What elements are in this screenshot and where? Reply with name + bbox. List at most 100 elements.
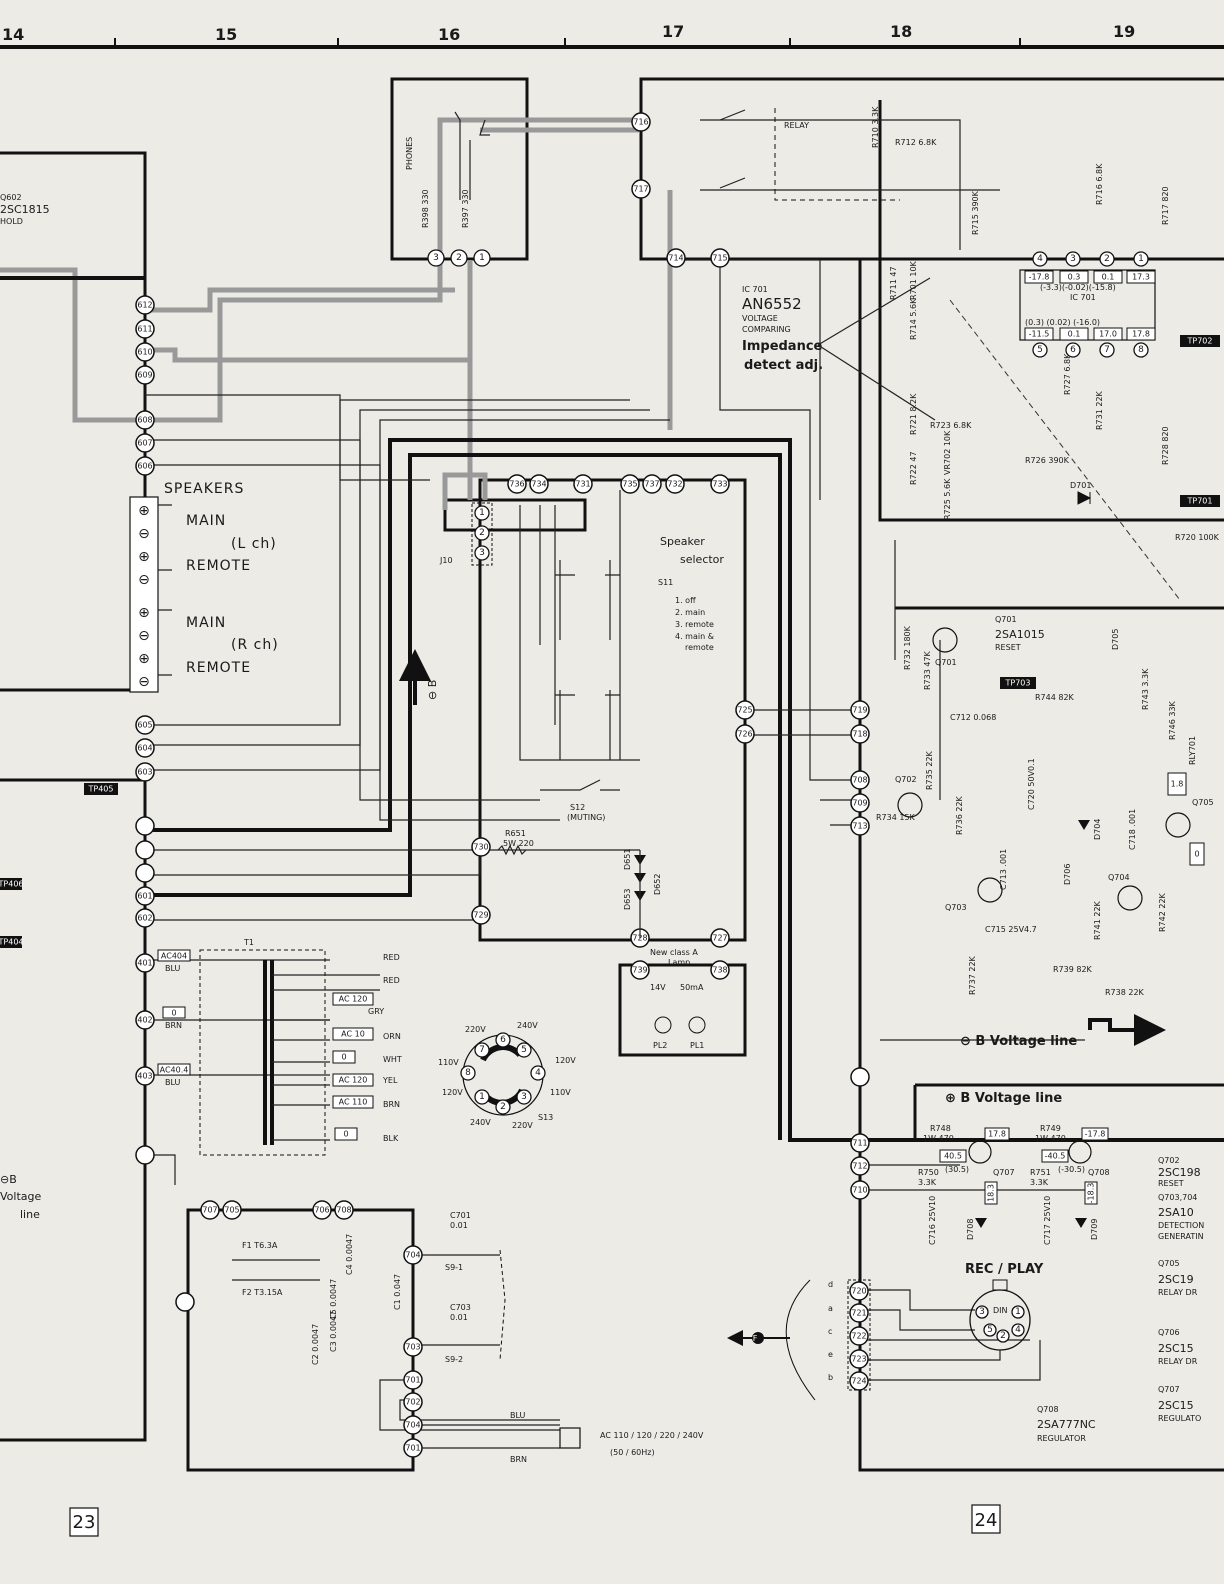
transformer-taps: AC 120 AC 10 0 AC 120 AC 110 0 bbox=[332, 992, 374, 1141]
node-726: 726 bbox=[735, 724, 755, 744]
svg-text:3: 3 bbox=[433, 253, 439, 263]
svg-text:2SA777NC: 2SA777NC bbox=[1037, 1418, 1096, 1431]
svg-text:605: 605 bbox=[137, 721, 152, 730]
ac-input: AC 110 / 120 / 220 / 240V (50 / 60Hz) BL… bbox=[510, 1411, 704, 1464]
speakers-remote-r: REMOTE bbox=[186, 660, 251, 676]
svg-text:120V: 120V bbox=[555, 1056, 576, 1065]
svg-text:R734 15K: R734 15K bbox=[876, 813, 916, 822]
node-403: 403 bbox=[135, 1066, 155, 1086]
svg-text:R723 6.8K: R723 6.8K bbox=[930, 421, 972, 430]
j10-pin-3: 3 bbox=[474, 545, 490, 561]
svg-text:⊕: ⊕ bbox=[138, 651, 150, 667]
svg-text:R715 390K: R715 390K bbox=[971, 190, 980, 235]
svg-text:4: 4 bbox=[1015, 1325, 1021, 1335]
svg-text:C1 0.047: C1 0.047 bbox=[393, 1274, 402, 1310]
svg-text:3.3K: 3.3K bbox=[918, 1178, 937, 1187]
node-714: 714 bbox=[666, 248, 686, 268]
node-blank-r bbox=[850, 1067, 870, 1087]
svg-text:-18.3: -18.3 bbox=[1087, 1183, 1096, 1204]
svg-text:R751: R751 bbox=[1030, 1168, 1051, 1177]
svg-text:D705: D705 bbox=[1111, 629, 1120, 650]
tp406-tag: TP406 bbox=[0, 878, 23, 890]
svg-text:738: 738 bbox=[712, 966, 727, 975]
svg-text:R738 22K: R738 22K bbox=[1105, 988, 1145, 997]
svg-text:⊖: ⊖ bbox=[138, 572, 150, 588]
grid-number-14: 14 bbox=[2, 25, 24, 44]
svg-text:R739 82K: R739 82K bbox=[1053, 965, 1093, 974]
svg-text:COMPARING: COMPARING bbox=[742, 325, 791, 334]
svg-text:J10: J10 bbox=[439, 556, 453, 565]
node-401: 401 bbox=[135, 953, 155, 973]
tp701-tag: TP701 bbox=[1180, 495, 1220, 507]
svg-text:DETECTION: DETECTION bbox=[1158, 1221, 1204, 1230]
svg-text:F1 T6.3A: F1 T6.3A bbox=[242, 1241, 278, 1250]
svg-text:selector: selector bbox=[680, 553, 724, 566]
relay-label: RELAY bbox=[784, 121, 809, 130]
svg-text:4. main &: 4. main & bbox=[675, 632, 714, 641]
lamp-box bbox=[618, 963, 747, 1057]
svg-text:120V: 120V bbox=[442, 1088, 463, 1097]
svg-text:-11.5: -11.5 bbox=[1029, 330, 1050, 339]
svg-text:IC 701: IC 701 bbox=[742, 285, 768, 294]
power-wires bbox=[0, 276, 1224, 1142]
svg-text:D701: D701 bbox=[1070, 481, 1091, 490]
svg-text:2SC15: 2SC15 bbox=[1158, 1342, 1194, 1355]
svg-text:2SC198: 2SC198 bbox=[1158, 1166, 1201, 1179]
node-602: 602 bbox=[135, 908, 155, 928]
node-736: 736 bbox=[507, 474, 527, 494]
svg-text:3: 3 bbox=[479, 548, 485, 558]
node-709: 709 bbox=[850, 793, 870, 813]
node-606: 606 bbox=[135, 456, 155, 476]
svg-text:0: 0 bbox=[341, 1053, 346, 1062]
svg-text:AC 120: AC 120 bbox=[339, 1076, 368, 1085]
minus-b-arrow: ⊖ B bbox=[399, 649, 439, 705]
svg-text:3: 3 bbox=[521, 1092, 527, 1102]
svg-text:403: 403 bbox=[137, 1072, 152, 1081]
svg-text:Lamp: Lamp bbox=[668, 958, 690, 967]
svg-text:Q705: Q705 bbox=[1192, 798, 1214, 807]
svg-text:0.1: 0.1 bbox=[1068, 330, 1081, 339]
svg-text:R735 22K: R735 22K bbox=[925, 750, 934, 790]
svg-text:1. off: 1. off bbox=[675, 596, 696, 605]
relay-nodes: 716 717 714 715 bbox=[631, 112, 730, 268]
svg-text:R725 5.6K: R725 5.6K bbox=[943, 478, 952, 520]
node-611: 611 bbox=[135, 319, 155, 339]
svg-text:TP701: TP701 bbox=[1187, 497, 1213, 506]
ic-pin-8: 8 bbox=[1133, 342, 1149, 358]
svg-text:-17.8: -17.8 bbox=[1085, 1130, 1106, 1139]
svg-text:C701: C701 bbox=[450, 1211, 471, 1220]
svg-text:703: 703 bbox=[405, 1343, 420, 1352]
svg-text:PL2: PL2 bbox=[653, 1041, 667, 1050]
svg-text:704: 704 bbox=[405, 1421, 420, 1430]
svg-text:Q707: Q707 bbox=[993, 1168, 1015, 1177]
svg-text:(0.3) (0.02) (-16.0): (0.3) (0.02) (-16.0) bbox=[1025, 318, 1100, 327]
svg-text:4: 4 bbox=[1037, 254, 1043, 264]
detection-transistors: Q702 R735 22K R734 15K R736 22K D704 C71… bbox=[876, 750, 1214, 997]
svg-text:5W 220: 5W 220 bbox=[503, 839, 534, 848]
svg-text:(-30.5): (-30.5) bbox=[1058, 1165, 1085, 1174]
svg-text:R746 33K: R746 33K bbox=[1168, 700, 1177, 740]
svg-text:726: 726 bbox=[737, 730, 752, 739]
grid-number-15: 15 bbox=[215, 25, 237, 44]
svg-text:C2 0.0047: C2 0.0047 bbox=[311, 1324, 320, 1365]
node-720: 720 bbox=[849, 1281, 869, 1301]
svg-text:3. remote: 3. remote bbox=[675, 620, 714, 629]
svg-text:R721 8.2K: R721 8.2K bbox=[909, 393, 918, 435]
speakers-title: SPEAKERS bbox=[164, 481, 244, 497]
svg-text:4: 4 bbox=[535, 1068, 541, 1078]
svg-text:2: 2 bbox=[500, 1102, 506, 1112]
svg-text:T1: T1 bbox=[243, 938, 254, 947]
node-729: 729 bbox=[471, 905, 491, 925]
din-pins: 3 1 5 2 4 bbox=[975, 1305, 1025, 1343]
svg-text:723: 723 bbox=[851, 1355, 866, 1364]
node-739: 739 bbox=[630, 960, 650, 980]
svg-text:R732 180K: R732 180K bbox=[903, 625, 912, 670]
svg-text:720: 720 bbox=[851, 1287, 866, 1296]
svg-text:⊖: ⊖ bbox=[138, 526, 150, 542]
svg-text:AC 110 / 120 / 220 / 240V: AC 110 / 120 / 220 / 240V bbox=[600, 1431, 704, 1440]
speakers-main-l: MAIN bbox=[186, 513, 226, 529]
node-718: 718 bbox=[850, 724, 870, 744]
svg-text:D709: D709 bbox=[1090, 1219, 1099, 1240]
svg-text:DIN: DIN bbox=[993, 1306, 1008, 1315]
thin-wires bbox=[145, 119, 1090, 1449]
